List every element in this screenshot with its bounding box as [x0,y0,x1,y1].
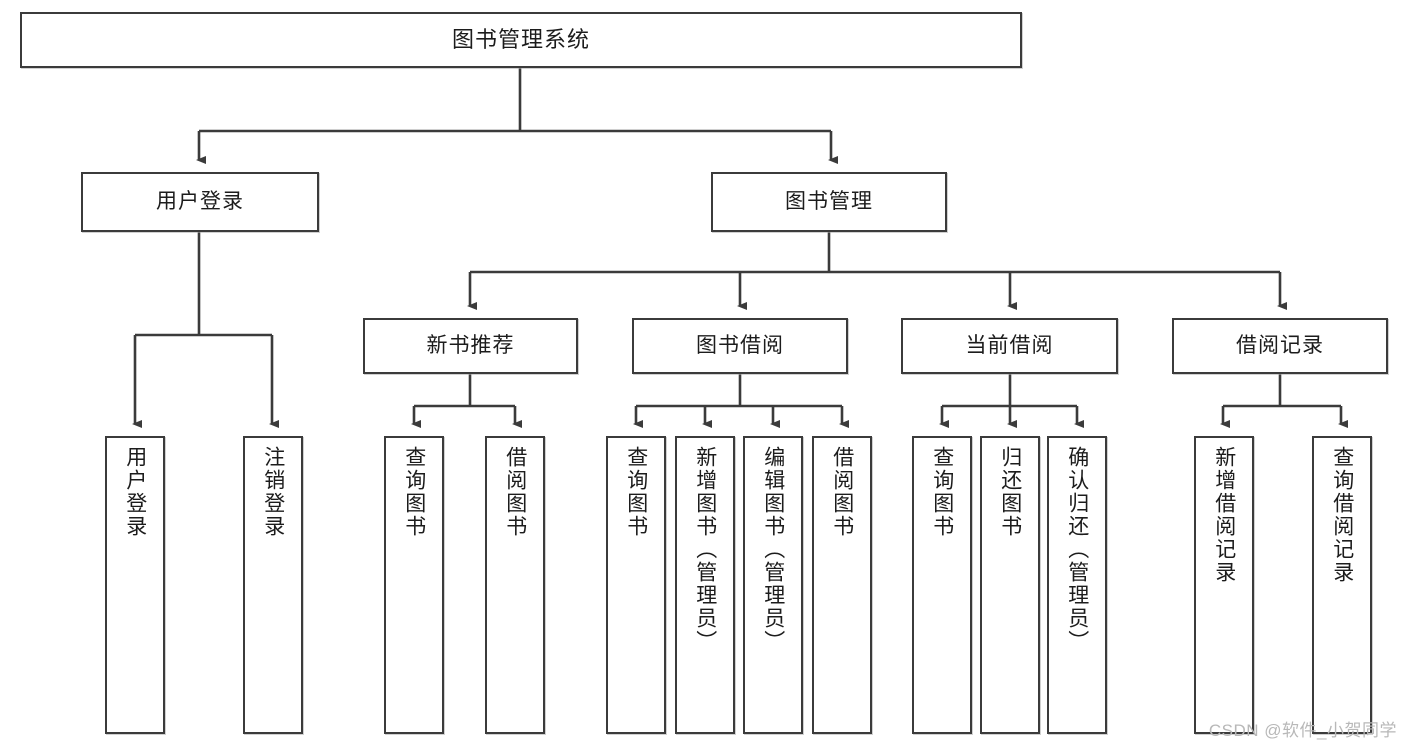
leaf-label: 借阅图书 [830,446,854,538]
leaf-label: 新增图书（管理员） [693,446,717,653]
leaf-current-return-book[interactable]: 归还图书 [980,436,1040,734]
leaf-label: 归还图书 [998,446,1022,538]
leaf-record-query-record[interactable]: 查询借阅记录 [1312,436,1372,734]
leaf-borrow-borrow-book[interactable]: 借阅图书 [812,436,872,734]
leaf-borrow-query-book[interactable]: 查询图书 [606,436,666,734]
leaf-label: 确认归还（管理员） [1065,446,1089,653]
leaf-record-add-record[interactable]: 新增借阅记录 [1194,436,1254,734]
leaf-label: 查询借阅记录 [1330,446,1354,584]
leaf-borrow-add-book-admin[interactable]: 新增图书（管理员） [675,436,735,734]
node-book-borrow[interactable]: 图书借阅 [632,318,848,374]
node-new-book-recommend[interactable]: 新书推荐 [363,318,578,374]
leaf-label: 查询图书 [930,446,954,538]
node-current-borrow[interactable]: 当前借阅 [901,318,1118,374]
leaf-label: 用户登录 [123,446,147,538]
node-root-system[interactable]: 图书管理系统 [20,12,1022,68]
leaf-current-query-book[interactable]: 查询图书 [912,436,972,734]
node-borrow-record[interactable]: 借阅记录 [1172,318,1388,374]
leaf-user-login-login[interactable]: 用户登录 [105,436,165,734]
leaf-user-login-logout[interactable]: 注销登录 [243,436,303,734]
node-user-login[interactable]: 用户登录 [81,172,319,232]
leaf-current-confirm-return-admin[interactable]: 确认归还（管理员） [1047,436,1107,734]
leaf-label: 注销登录 [261,446,285,538]
node-book-management[interactable]: 图书管理 [711,172,947,232]
leaf-label: 查询图书 [624,446,648,538]
leaf-label: 新增借阅记录 [1212,446,1236,584]
leaf-recommend-query-book[interactable]: 查询图书 [384,436,444,734]
leaf-label: 查询图书 [402,446,426,538]
leaf-label: 编辑图书（管理员） [761,446,785,653]
leaf-recommend-borrow-book[interactable]: 借阅图书 [485,436,545,734]
leaf-borrow-edit-book-admin[interactable]: 编辑图书（管理员） [743,436,803,734]
leaf-label: 借阅图书 [503,446,527,538]
